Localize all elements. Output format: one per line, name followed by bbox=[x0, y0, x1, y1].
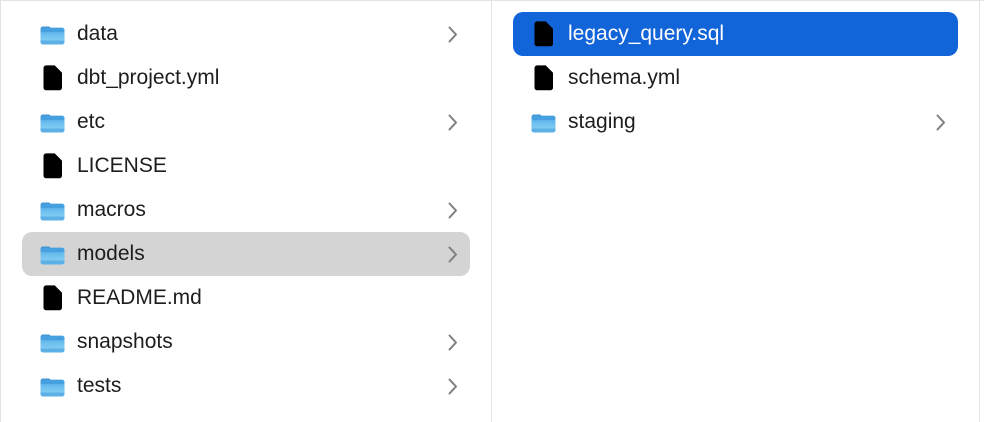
row-snapshots[interactable]: snapshots bbox=[22, 320, 470, 364]
folder-icon bbox=[39, 239, 66, 269]
item-label: snapshots bbox=[77, 330, 173, 353]
row-macros[interactable]: macros bbox=[22, 188, 470, 232]
chevron-right-icon bbox=[448, 202, 458, 219]
row-models-selected[interactable]: models bbox=[22, 232, 470, 276]
folder-icon bbox=[39, 371, 66, 401]
finder-column-right: legacy_query.sql schema.yml staging bbox=[492, 1, 980, 422]
chevron-right-icon bbox=[448, 26, 458, 43]
folder-icon bbox=[39, 327, 66, 357]
finder-column-left: data dbt_project.yml etc LICENSE macros … bbox=[1, 1, 492, 422]
item-label: data bbox=[77, 22, 118, 45]
item-label: etc bbox=[77, 110, 106, 133]
file-icon bbox=[39, 151, 66, 181]
file-icon bbox=[530, 19, 557, 49]
item-label: README.md bbox=[77, 286, 202, 309]
file-icon bbox=[39, 283, 66, 313]
row-dbt-project-yml[interactable]: dbt_project.yml bbox=[22, 56, 470, 100]
chevron-right-icon bbox=[448, 378, 458, 395]
file-icon bbox=[530, 63, 557, 93]
item-label: tests bbox=[77, 374, 122, 397]
item-label: staging bbox=[568, 110, 636, 133]
item-label: legacy_query.sql bbox=[568, 22, 725, 45]
chevron-right-icon bbox=[448, 246, 458, 263]
row-data[interactable]: data bbox=[22, 12, 470, 56]
row-license[interactable]: LICENSE bbox=[22, 144, 470, 188]
finder-column-sliver bbox=[980, 1, 984, 422]
row-schema-yml[interactable]: schema.yml bbox=[513, 56, 958, 100]
row-tests[interactable]: tests bbox=[22, 364, 470, 408]
chevron-right-icon bbox=[448, 114, 458, 131]
chevron-right-icon bbox=[936, 114, 946, 131]
file-icon bbox=[39, 63, 66, 93]
row-readme-md[interactable]: README.md bbox=[22, 276, 470, 320]
folder-icon bbox=[39, 195, 66, 225]
item-label: LICENSE bbox=[77, 154, 167, 177]
folder-icon bbox=[530, 107, 557, 137]
item-label: models bbox=[77, 242, 145, 265]
chevron-right-icon bbox=[448, 334, 458, 351]
folder-icon bbox=[39, 107, 66, 137]
folder-icon bbox=[39, 19, 66, 49]
row-staging[interactable]: staging bbox=[513, 100, 958, 144]
item-label: macros bbox=[77, 198, 146, 221]
row-etc[interactable]: etc bbox=[22, 100, 470, 144]
item-label: dbt_project.yml bbox=[77, 66, 220, 89]
row-legacy-query-sql-selected[interactable]: legacy_query.sql bbox=[513, 12, 958, 56]
item-label: schema.yml bbox=[568, 66, 681, 89]
